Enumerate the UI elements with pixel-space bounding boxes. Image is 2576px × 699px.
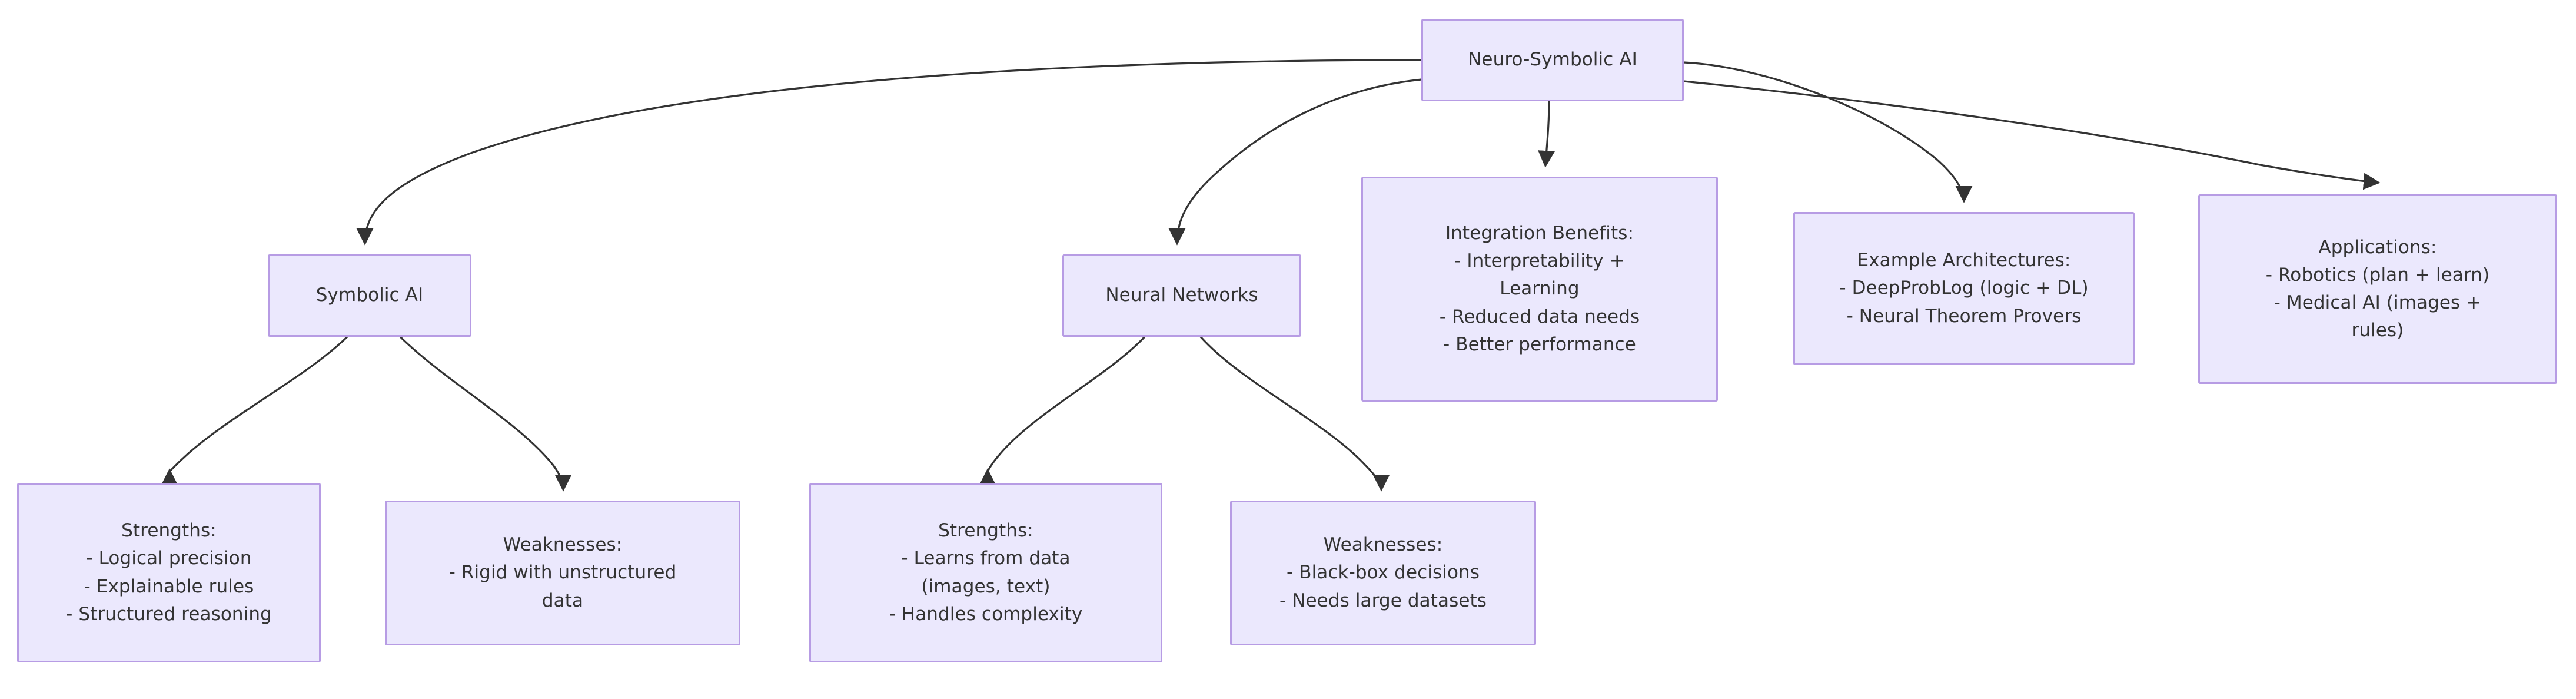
node-neural-strengths[interactable]: Strengths: - Learns from data (images, t… xyxy=(809,483,1162,662)
node-symbolic-ai[interactable]: Symbolic AI xyxy=(268,254,471,337)
node-example-architectures[interactable]: Example Architectures: - DeepProbLog (lo… xyxy=(1793,212,2135,365)
node-label: Applications: - Robotics (plan + learn) … xyxy=(2265,236,2490,342)
edge-symbolic-to-weaknesses xyxy=(399,336,572,492)
edge-neural-to-strengths xyxy=(979,336,1146,486)
edge-symbolic-to-strengths xyxy=(161,336,348,486)
node-label: Strengths: - Learns from data (images, t… xyxy=(889,520,1083,625)
node-label: Symbolic AI xyxy=(315,284,424,306)
node-label: Integration Benefits: - Interpretability… xyxy=(1439,223,1640,355)
node-neuro-symbolic-ai[interactable]: Neuro-Symbolic AI xyxy=(1421,19,1684,101)
node-label: Weaknesses: - Black-box decisions - Need… xyxy=(1279,534,1487,611)
node-label: Weaknesses: - Rigid with unstructured da… xyxy=(448,534,677,611)
node-symbolic-strengths[interactable]: Strengths: - Logical precision - Explain… xyxy=(17,483,321,662)
node-integration-benefits[interactable]: Integration Benefits: - Interpretability… xyxy=(1361,177,1718,402)
node-label: Neuro-Symbolic AI xyxy=(1468,49,1637,71)
node-label: Strengths: - Logical precision - Explain… xyxy=(66,520,272,625)
edge-root-to-symbolic xyxy=(356,59,1422,246)
edge-neural-to-weaknesses xyxy=(1199,336,1390,492)
node-neural-networks[interactable]: Neural Networks xyxy=(1062,254,1301,337)
node-applications[interactable]: Applications: - Robotics (plan + learn) … xyxy=(2198,194,2557,384)
node-neural-weaknesses[interactable]: Weaknesses: - Black-box decisions - Need… xyxy=(1230,501,1536,645)
node-label: Neural Networks xyxy=(1105,284,1258,306)
node-label: Example Architectures: - DeepProbLog (lo… xyxy=(1839,250,2089,327)
edge-root-to-applications xyxy=(1683,80,2381,190)
edge-root-to-integration xyxy=(1538,101,1555,168)
node-symbolic-weaknesses[interactable]: Weaknesses: - Rigid with unstructured da… xyxy=(385,501,740,645)
edge-root-to-architectures xyxy=(1683,61,1973,203)
